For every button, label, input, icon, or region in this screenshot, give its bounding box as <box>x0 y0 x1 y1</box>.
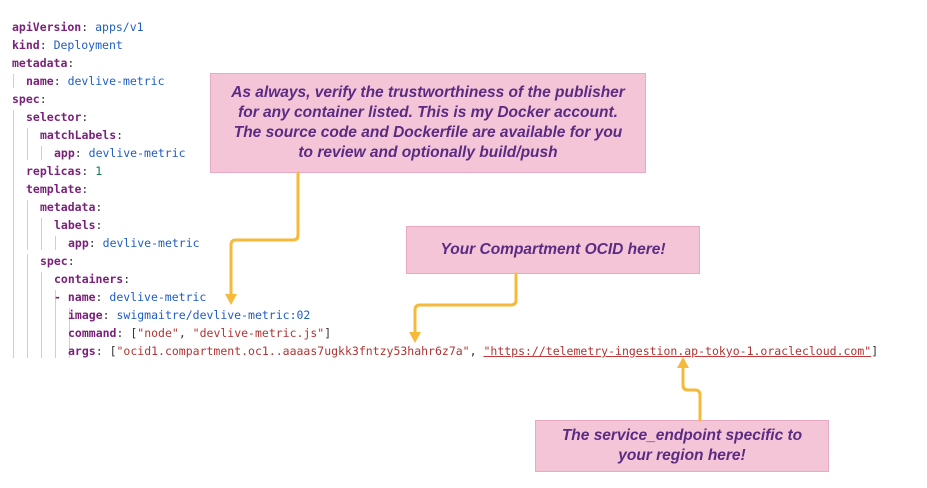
yaml-line: labels: <box>54 218 110 232</box>
yaml-key: - name <box>54 290 96 304</box>
yaml-line: args: ["ocid1.compartment.oc1..aaaas7ugk… <box>68 344 879 358</box>
yaml-line: replicas: 1 <box>26 164 103 178</box>
yaml-line: metadata: <box>12 56 82 70</box>
callout-line: your region here! <box>618 447 746 464</box>
yaml-line: metadata: <box>40 200 110 214</box>
yaml-key: spec <box>40 254 68 268</box>
callout-line: for any container listed. This is my Doc… <box>238 104 618 121</box>
yaml-key: metadata <box>12 56 68 70</box>
arrow-to-url-line <box>681 364 702 422</box>
yaml-line: - name: devlive-metric <box>54 290 207 304</box>
indent-guide <box>55 236 56 250</box>
yaml-line: matchLabels: <box>40 128 131 142</box>
yaml-key: matchLabels <box>40 128 117 142</box>
yaml-line: selector: <box>26 110 96 124</box>
indent-guide <box>69 308 70 358</box>
yaml-key: app <box>68 236 89 250</box>
yaml-key: command <box>68 326 117 340</box>
service-endpoint-callout: The service_endpoint specific to your re… <box>535 420 829 472</box>
yaml-key: spec <box>12 92 40 106</box>
yaml-key: name <box>26 74 54 88</box>
indent-guide <box>55 290 56 358</box>
yaml-value: 1 <box>95 164 103 178</box>
yaml-array-item: "ocid1.compartment.oc1..aaaas7ugkk3fntzy… <box>116 344 470 358</box>
yaml-line: spec: <box>40 254 82 268</box>
indent-guide <box>41 218 42 250</box>
yaml-key: labels <box>54 218 96 232</box>
yaml-key: app <box>54 146 75 160</box>
callout-line: The service_endpoint specific to <box>561 427 803 444</box>
compartment-ocid-callout: Your Compartment OCID here! <box>406 226 700 274</box>
callout-line: The source code and Dockerfile are avail… <box>233 124 623 141</box>
yaml-value: devlive-metric <box>109 290 207 304</box>
indent-guide <box>13 110 14 358</box>
yaml-key: containers <box>54 272 124 286</box>
yaml-key: apiVersion <box>12 20 82 34</box>
yaml-value: devlive-metric <box>102 236 200 250</box>
yaml-line: app: devlive-metric <box>68 236 200 250</box>
yaml-value: Deployment <box>53 38 123 52</box>
indent-guide <box>41 146 42 160</box>
yaml-key: replicas <box>26 164 82 178</box>
indent-guide <box>27 128 28 160</box>
indent-guide <box>41 272 42 358</box>
yaml-key: kind <box>12 38 40 52</box>
yaml-line: apiVersion: apps/v1 <box>12 20 144 34</box>
yaml-key: selector <box>26 110 82 124</box>
yaml-line: app: devlive-metric <box>54 146 186 160</box>
yaml-key: template <box>26 182 82 196</box>
callout-line: Your Compartment OCID here! <box>440 241 666 258</box>
publisher-trust-callout: As always, verify the trustworthiness of… <box>210 73 646 173</box>
yaml-value: devlive-metric <box>88 146 186 160</box>
indent-guide <box>27 254 28 358</box>
yaml-array-item: "https://telemetry-ingestion.ap-tokyo-1.… <box>483 344 872 358</box>
yaml-line: command: ["node", "devlive-metric.js"] <box>68 326 332 340</box>
yaml-line: kind: Deployment <box>12 38 123 52</box>
yaml-key: args <box>68 344 96 358</box>
indent-guide <box>13 74 14 88</box>
yaml-value: swigmaitre/devlive-metric:02 <box>116 308 311 322</box>
yaml-array-item: "devlive-metric.js" <box>192 326 325 340</box>
publisher-callout-text: As always, verify the trustworthiness of… <box>231 83 625 163</box>
yaml-line: spec: <box>12 92 54 106</box>
arrow-to-args-line <box>413 272 518 336</box>
callout-line: to review and optionally build/push <box>298 144 558 161</box>
yaml-line: template: <box>26 182 96 196</box>
yaml-array-item: "node" <box>137 326 179 340</box>
yaml-line: image: swigmaitre/devlive-metric:02 <box>68 308 311 322</box>
yaml-line: containers: <box>54 272 138 286</box>
yaml-key: image <box>68 308 103 322</box>
arrowhead-down-icon <box>225 294 237 305</box>
yaml-line: name: devlive-metric <box>26 74 165 88</box>
indent-guide <box>27 200 28 250</box>
callout-line: As always, verify the trustworthiness of… <box>231 84 625 101</box>
yaml-value: apps/v1 <box>95 20 144 34</box>
yaml-value: devlive-metric <box>67 74 165 88</box>
yaml-key: metadata <box>40 200 96 214</box>
arrow-to-image-line <box>229 171 300 298</box>
